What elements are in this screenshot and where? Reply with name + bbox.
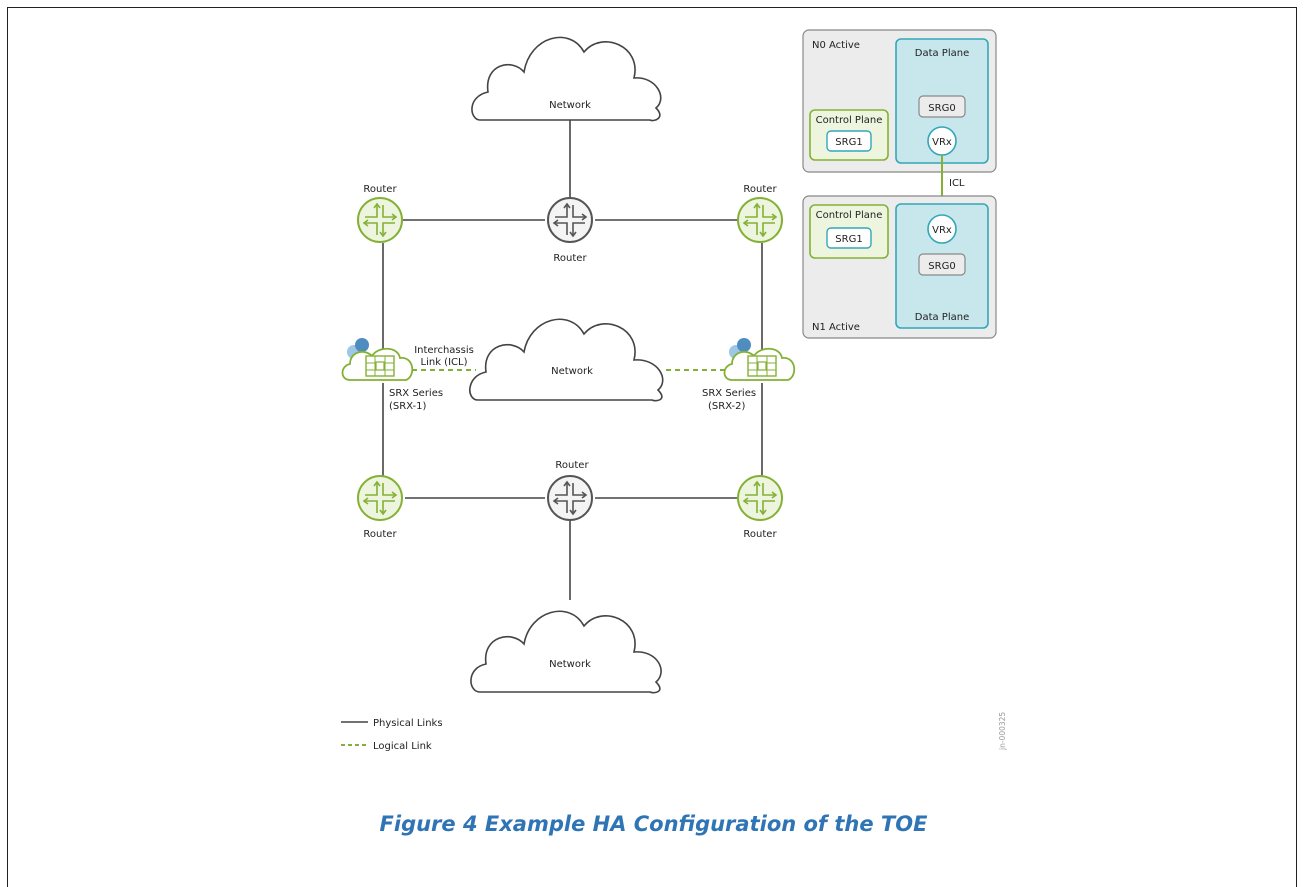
node0-control-srg xyxy=(826,130,872,152)
node1-control-srg xyxy=(826,227,872,249)
figure-caption: Figure 4 Example HA Configuration of the… xyxy=(379,812,928,836)
node1-control-srg-label: SRG1 xyxy=(835,234,862,245)
node1-panel: Control Plane SRG1 VRx SRG0 Data Plane N… xyxy=(802,195,997,339)
node1-title: N1 Active xyxy=(812,322,860,333)
srx-firewall-icon xyxy=(723,338,796,381)
legend-logical-label: Logical Link xyxy=(373,741,432,752)
node0-control-srg-label: SRG1 xyxy=(835,137,862,148)
figure-id: jn-000325 xyxy=(998,712,1007,751)
router-top-right-label: Router xyxy=(743,184,777,195)
node0-data-srg xyxy=(918,95,966,118)
srx2-label-line2: (SRX-2) xyxy=(708,401,746,412)
node1-data-plane-label: Data Plane xyxy=(915,312,969,323)
srx1-label-line2: (SRX-1) xyxy=(389,401,427,412)
icl-label-line2: Link (ICL) xyxy=(421,357,468,368)
physical-links xyxy=(382,120,763,600)
node0-data-plane-label: Data Plane xyxy=(915,48,969,59)
srx-firewall-icon xyxy=(341,338,414,381)
node0-data-srg-label: SRG0 xyxy=(928,103,955,114)
router-bottom-left-label: Router xyxy=(363,529,397,540)
srx2-label-line1: SRX Series xyxy=(702,388,756,399)
router-icon xyxy=(547,475,593,521)
cloud-icon xyxy=(470,610,662,694)
cloud-icon xyxy=(471,36,662,122)
node1-control-plane-label: Control Plane xyxy=(816,210,883,221)
router-bottom-right-label: Router xyxy=(743,529,777,540)
cloud-icon xyxy=(469,318,664,402)
router-icon xyxy=(737,475,783,521)
icl-label-line1: Interchassis xyxy=(414,345,474,356)
icl-short-label: ICL xyxy=(949,178,965,189)
page-frame xyxy=(7,7,1297,887)
node1-vr-label: VRx xyxy=(932,225,952,236)
legend-physical-label: Physical Links xyxy=(373,718,443,729)
router-icon xyxy=(357,197,403,243)
cloud-top-label: Network xyxy=(549,100,591,111)
node1-data-srg xyxy=(918,253,966,276)
cloud-bottom-label: Network xyxy=(549,659,591,670)
router-top-left-label: Router xyxy=(363,184,397,195)
router-icon xyxy=(357,475,403,521)
node0-control-plane-label: Control Plane xyxy=(816,115,883,126)
node0-panel: N0 Active Control Plane SRG1 Data Plane … xyxy=(802,29,997,173)
srx1-label-line1: SRX Series xyxy=(389,388,443,399)
router-icon xyxy=(737,197,783,243)
node0-vr-label: VRx xyxy=(932,137,952,148)
legend: Physical Links Logical Link xyxy=(341,718,443,752)
router-top-center-label: Router xyxy=(553,253,587,264)
router-icon xyxy=(547,197,593,243)
router-bottom-center-label: Router xyxy=(555,460,589,471)
node1-vr xyxy=(927,214,957,244)
node0-title: N0 Active xyxy=(812,40,860,51)
cloud-middle-label: Network xyxy=(551,366,593,377)
node1-data-srg-label: SRG0 xyxy=(928,261,955,272)
